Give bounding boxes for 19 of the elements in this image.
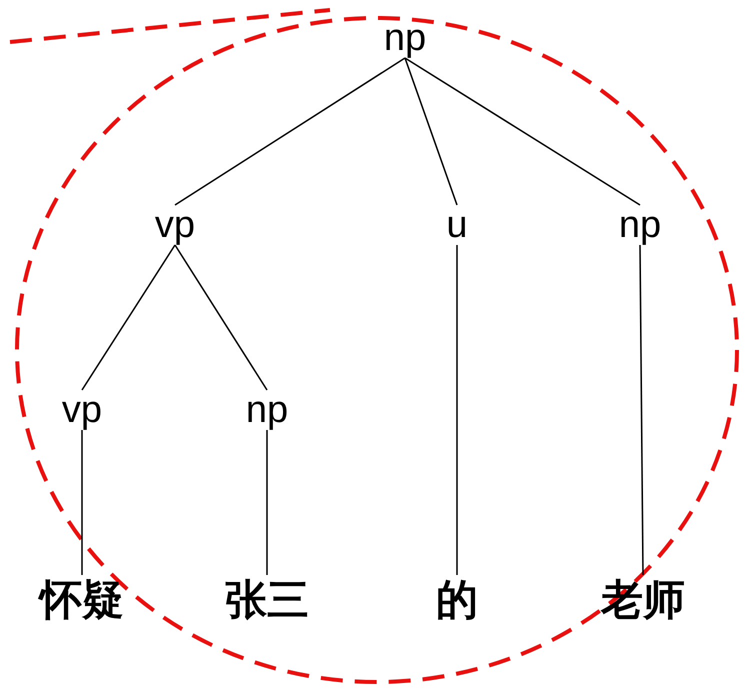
- tree-branch: [404, 58, 458, 206]
- tree-branch: [404, 57, 640, 206]
- category-label: np: [232, 390, 302, 430]
- word-label: 的: [407, 575, 507, 625]
- tree-branch: [639, 245, 644, 575]
- category-label: u: [422, 205, 492, 245]
- tree-branch: [174, 244, 268, 390]
- tree-branch: [266, 430, 268, 575]
- tree-branch: [456, 245, 458, 575]
- word-label: 老师: [593, 575, 693, 625]
- category-label: np: [605, 205, 675, 245]
- word-label: 张三: [217, 575, 317, 625]
- category-label: vp: [140, 205, 210, 245]
- word-label: 怀疑: [32, 575, 132, 625]
- category-label: vp: [47, 390, 117, 430]
- tree-branch: [81, 430, 83, 575]
- tree-branch: [174, 57, 406, 206]
- category-label: np: [370, 18, 440, 58]
- tree-branch: [81, 244, 176, 390]
